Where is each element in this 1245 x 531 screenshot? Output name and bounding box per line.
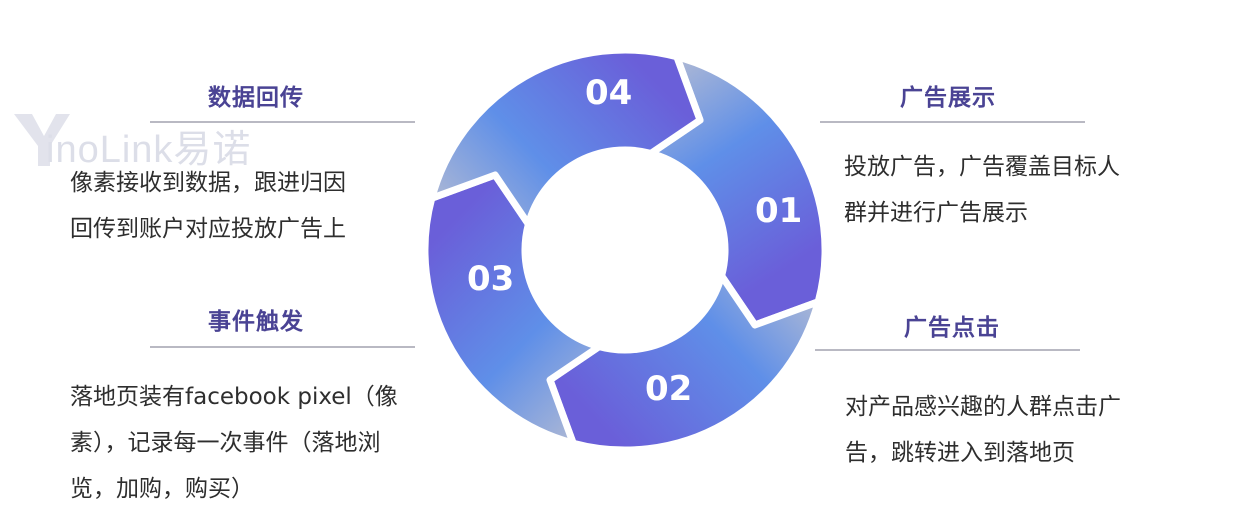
step-02-line-1: 对产品感兴趣的人群点击广: [845, 394, 1121, 420]
step-02-divider: [815, 349, 1080, 351]
step-03-title: 事件触发: [208, 309, 304, 335]
step-01-line-1: 投放广告，广告覆盖目标人: [844, 154, 1120, 180]
cycle-segment-02: [546, 272, 822, 454]
cycle-diagram: 01 02 03 04: [421, 46, 829, 454]
step-04-title: 数据回传: [208, 85, 304, 111]
cycle-segment-01: [647, 53, 829, 329]
step-04-divider: [150, 121, 415, 123]
cycle-number-03: 03: [467, 259, 514, 299]
step-03-line-2: 素），记录每一次事件（落地浏: [70, 430, 381, 456]
step-01-title: 广告展示: [900, 85, 996, 111]
yinolink-logo-icon: [14, 114, 70, 166]
cycle-number-01: 01: [755, 191, 802, 231]
step-03-line-1: 落地页装有facebook pixel（像: [70, 384, 398, 410]
step-03-description: 落地页装有facebook pixel（像 素），记录每一次事件（落地浏 览，加…: [70, 374, 398, 512]
cycle-segment-03: [421, 171, 603, 447]
cycle-segment-04: [428, 46, 704, 228]
cycle-number-04: 04: [585, 73, 632, 113]
step-02-description: 对产品感兴趣的人群点击广 告，跳转进入到落地页: [845, 384, 1121, 476]
cycle-number-02: 02: [645, 369, 692, 409]
step-02-title: 广告点击: [904, 315, 1000, 341]
step-03-line-3: 览，加购，购买）: [70, 476, 254, 502]
step-02-line-2: 告，跳转进入到落地页: [845, 440, 1075, 466]
step-04-line-1: 像素接收到数据，跟进归因: [70, 170, 346, 196]
watermark-brand: inoLink易诺: [46, 129, 252, 171]
step-04-line-2: 回传到账户对应投放广告上: [70, 216, 346, 242]
step-01-line-2: 群并进行广告展示: [844, 200, 1028, 226]
yinolink-watermark: inoLink易诺: [10, 108, 300, 171]
step-03-divider: [150, 346, 415, 348]
step-04-description: 像素接收到数据，跟进归因 回传到账户对应投放广告上: [70, 160, 346, 252]
step-01-description: 投放广告，广告覆盖目标人 群并进行广告展示: [844, 144, 1120, 236]
step-01-divider: [820, 121, 1085, 123]
